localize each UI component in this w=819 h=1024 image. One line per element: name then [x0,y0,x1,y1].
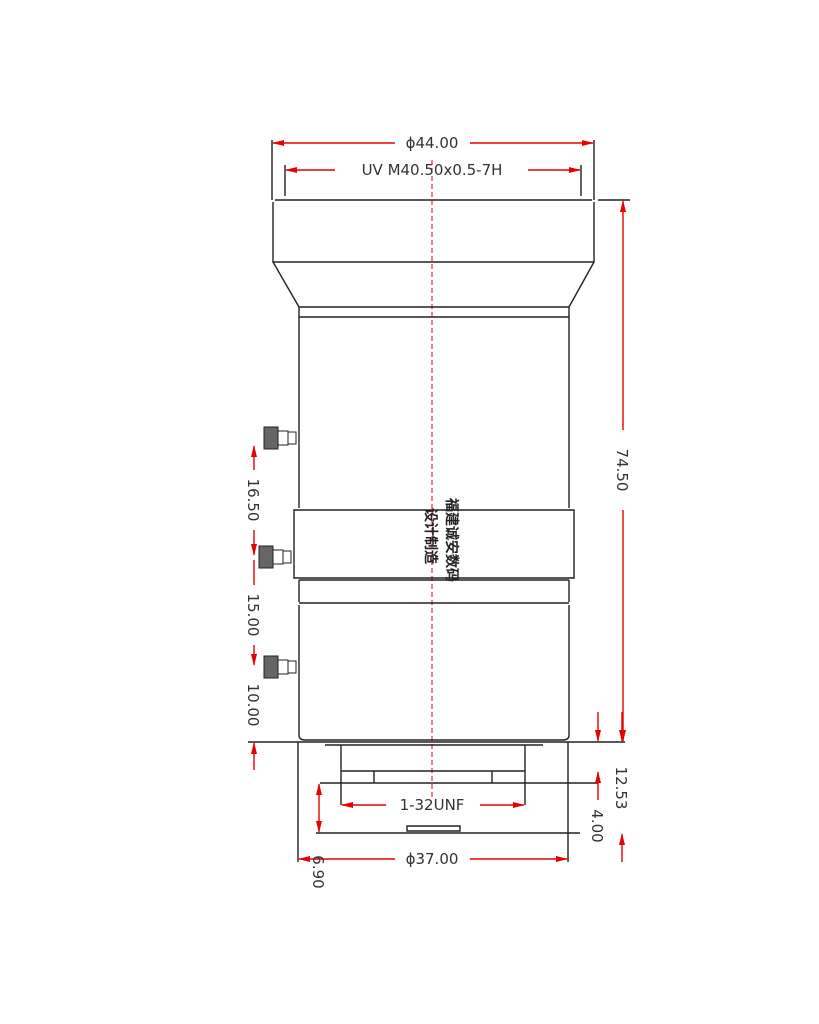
maker-line-2: 设计制造 [422,508,439,564]
dim-screw-spacing-3: 10.00 [244,684,262,727]
dim-rear-length: 12.53 [612,767,630,810]
dim-screw-spacing-2: 15.00 [244,594,262,637]
dim-filter-thread: UV M40.50x0.5-7H [362,161,503,179]
dim-back-focus: 6.90 [309,855,327,888]
dim-total-length: 74.50 [613,449,631,492]
dim-rear-diameter: ϕ37.00 [406,850,459,868]
screw-2 [258,545,292,569]
screw-1 [263,426,297,450]
dim-mount-thread: 1-32UNF [400,796,465,814]
dim-outer-diameter: ϕ44.00 [406,134,459,152]
maker-line-1: 福建诚安数码 [443,497,460,582]
screw-3 [263,655,297,679]
dim-flange-depth: 4.00 [588,809,606,842]
lens-body [248,140,630,862]
dim-screw-spacing-1: 16.50 [244,479,262,522]
